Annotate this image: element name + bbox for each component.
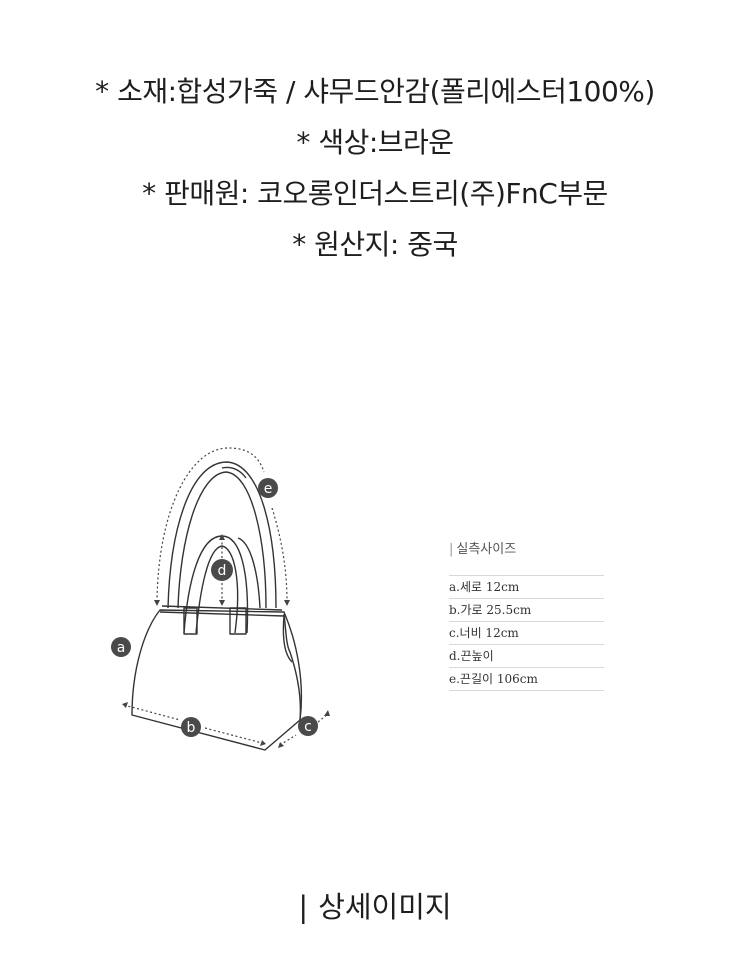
bag-size-diagram: e d a b c — [100, 430, 340, 760]
size-row-b: b.가로 25.5cm — [449, 598, 604, 621]
marker-b: b — [187, 720, 196, 736]
marker-d: d — [218, 563, 227, 579]
seller-line: * 판매원: 코오롱인더스트리(주)FnC부문 — [142, 177, 608, 210]
size-chart-title: |실측사이즈 — [449, 542, 517, 557]
heading-bar: | — [298, 890, 309, 924]
marker-c: c — [304, 719, 312, 735]
color-line: * 색상:브라운 — [296, 126, 454, 159]
product-info: * 소재:합성가죽 / 샤무드안감(폴리에스터100%) * 색상:브라운 * … — [0, 66, 750, 270]
size-rows: a.세로 12cm b.가로 25.5cm c.너비 12cm d.끈높이 e.… — [449, 575, 604, 691]
detail-images-heading: | 상세이미지 — [0, 884, 750, 926]
handbag-illustration-icon: e d a b c — [111, 447, 330, 751]
origin-line: * 원산지: 중국 — [292, 228, 458, 261]
marker-e: e — [264, 481, 273, 497]
size-chart: |실측사이즈 a.세로 12cm b.가로 25.5cm c.너비 12cm d… — [449, 540, 604, 691]
size-row-c: c.너비 12cm — [449, 621, 604, 644]
size-row-a: a.세로 12cm — [449, 575, 604, 598]
size-row-e: e.끈길이 106cm — [449, 667, 604, 690]
heading-text: 상세이미지 — [318, 890, 452, 924]
marker-a: a — [117, 640, 126, 656]
size-row-d: d.끈높이 — [449, 644, 604, 667]
material-line: * 소재:합성가죽 / 샤무드안감(폴리에스터100%) — [95, 75, 655, 108]
title-bar: | — [449, 542, 454, 557]
